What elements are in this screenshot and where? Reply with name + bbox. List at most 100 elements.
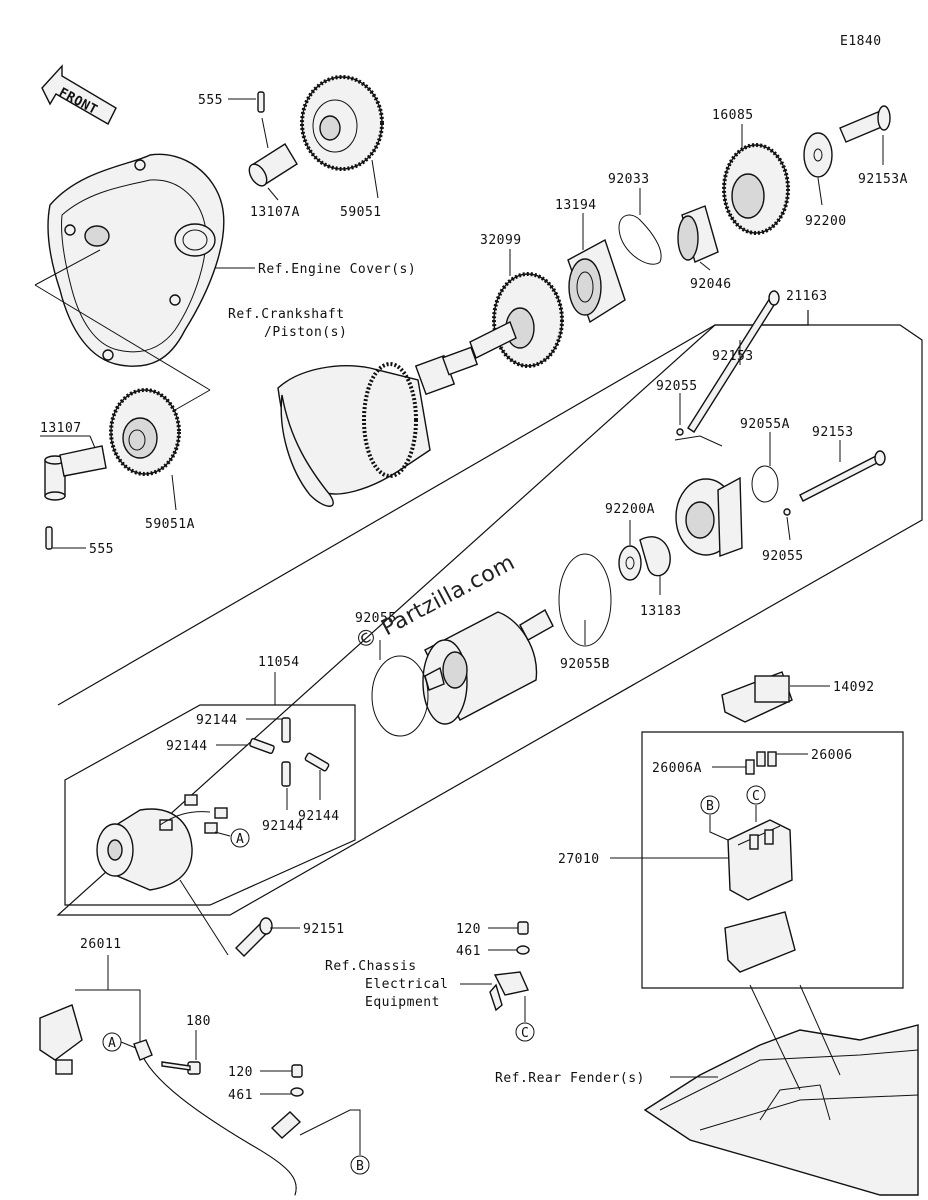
callout-b-1[interactable] xyxy=(700,795,720,815)
callout-b-1-label: B xyxy=(706,799,714,814)
label-13183: 13183 xyxy=(640,604,682,619)
relay-cover-14092[interactable] xyxy=(721,671,793,723)
label-555-bottom: 555 xyxy=(89,542,114,557)
label-92055B: 92055B xyxy=(560,657,610,672)
label-92033: 92033 xyxy=(608,172,650,187)
label-ref-crankshaft-2: /Piston(s) xyxy=(264,325,347,340)
label-92144-d: 92144 xyxy=(298,809,340,824)
callout-c-1-label: C xyxy=(752,789,760,804)
bolt-120-a[interactable] xyxy=(517,921,529,935)
oring-92055-top[interactable] xyxy=(676,428,684,436)
label-ref-rear-fender: Ref.Rear Fender(s) xyxy=(495,1071,645,1086)
washer-461-a[interactable] xyxy=(516,945,530,955)
pin-555-bottom[interactable] xyxy=(45,526,53,550)
clip-92033[interactable] xyxy=(618,214,662,265)
brush-holder[interactable] xyxy=(96,794,228,891)
spring-92144-a[interactable] xyxy=(281,717,291,743)
oring-92055A[interactable] xyxy=(751,465,779,503)
label-92144-a: 92144 xyxy=(196,713,238,728)
gear-32099[interactable] xyxy=(492,272,564,368)
washer-461-b[interactable] xyxy=(290,1087,304,1097)
label-27010: 27010 xyxy=(558,852,600,867)
label-92055-left: 92055 xyxy=(355,611,397,626)
bearing-92046[interactable] xyxy=(677,205,719,263)
starter-relay-27010[interactable] xyxy=(727,819,793,901)
label-26006: 26006 xyxy=(811,748,853,763)
washer-92200[interactable] xyxy=(803,132,833,178)
diagram-code: E1840 xyxy=(840,34,882,49)
label-92144-b: 92144 xyxy=(166,739,208,754)
washer-92200A[interactable] xyxy=(618,545,642,581)
oring-92055-right[interactable] xyxy=(783,508,791,516)
label-ref-chassis-1: Ref.Chassis xyxy=(325,959,417,974)
one-way-clutch-13194[interactable] xyxy=(567,238,626,324)
bolt-180[interactable] xyxy=(161,1061,201,1075)
label-59051: 59051 xyxy=(340,205,382,220)
spring-92144-d[interactable] xyxy=(304,752,330,772)
pin-555-top[interactable] xyxy=(257,91,265,113)
callout-a-1[interactable] xyxy=(230,828,250,848)
bolt-92153A[interactable] xyxy=(839,105,891,143)
label-ref-chassis-3: Equipment xyxy=(365,995,440,1010)
bolt-92153-a[interactable] xyxy=(687,290,780,433)
spring-92144-b[interactable] xyxy=(249,738,275,754)
label-92055-right: 92055 xyxy=(762,549,804,564)
label-120-b: 120 xyxy=(228,1065,253,1080)
label-461-a: 461 xyxy=(456,944,481,959)
label-92151: 92151 xyxy=(303,922,345,937)
starter-cable-26011[interactable] xyxy=(133,1039,302,1196)
label-26011: 26011 xyxy=(80,937,122,952)
callout-c-2[interactable] xyxy=(515,1022,535,1042)
label-16085: 16085 xyxy=(712,108,754,123)
rear-fender[interactable] xyxy=(643,1024,919,1196)
gear-59051A[interactable] xyxy=(109,388,181,476)
label-120-a: 120 xyxy=(456,922,481,937)
label-59051A: 59051A xyxy=(145,517,195,532)
label-92153A: 92153A xyxy=(858,172,908,187)
label-92046: 92046 xyxy=(690,277,732,292)
fuse-26006A[interactable] xyxy=(745,759,755,775)
bolt-92151[interactable] xyxy=(235,917,273,957)
callout-c-1[interactable] xyxy=(746,785,766,805)
gear-16085[interactable] xyxy=(722,143,790,235)
plate-13183[interactable] xyxy=(639,536,671,577)
crankshaft[interactable] xyxy=(277,321,517,507)
callout-b-2[interactable] xyxy=(350,1155,370,1175)
cable-boot[interactable] xyxy=(39,1004,83,1075)
label-ref-engine-cover: Ref.Engine Cover(s) xyxy=(258,262,416,277)
label-13194: 13194 xyxy=(555,198,597,213)
relay-frame xyxy=(641,731,904,989)
label-11054: 11054 xyxy=(258,655,300,670)
label-14092: 14092 xyxy=(833,680,875,695)
oring-92055-left[interactable] xyxy=(371,655,429,737)
starter-motor-yoke[interactable] xyxy=(422,609,554,725)
label-92200A: 92200A xyxy=(605,502,655,517)
engine-cover[interactable] xyxy=(47,153,225,367)
ground-terminal[interactable] xyxy=(489,971,529,1012)
end-cover[interactable] xyxy=(675,476,743,557)
label-180: 180 xyxy=(186,1014,211,1029)
label-32099: 32099 xyxy=(480,233,522,248)
label-ref-chassis-2: Electrical xyxy=(365,977,448,992)
spring-92144-c[interactable] xyxy=(281,761,291,787)
label-92144-c: 92144 xyxy=(262,819,304,834)
label-13107A: 13107A xyxy=(250,205,300,220)
label-13107: 13107 xyxy=(40,421,82,436)
fuse-26006[interactable] xyxy=(756,751,777,767)
bolt-92153-b[interactable] xyxy=(799,450,886,502)
oring-92055B[interactable] xyxy=(558,553,612,647)
shaft-13107[interactable] xyxy=(44,445,107,501)
callout-b-2-label: B xyxy=(356,1159,364,1174)
label-555-top: 555 xyxy=(198,93,223,108)
label-ref-crankshaft-1: Ref.Crankshaft xyxy=(228,307,345,322)
label-92055A: 92055A xyxy=(740,417,790,432)
bolt-120-b[interactable] xyxy=(291,1064,303,1078)
callout-a-1-label: A xyxy=(236,832,244,847)
label-92200: 92200 xyxy=(805,214,847,229)
label-92153-b: 92153 xyxy=(812,425,854,440)
gear-59051[interactable] xyxy=(300,75,384,171)
shaft-13107A[interactable] xyxy=(246,143,298,189)
relay-boot[interactable] xyxy=(724,911,796,973)
brush-holder-frame xyxy=(64,704,356,906)
